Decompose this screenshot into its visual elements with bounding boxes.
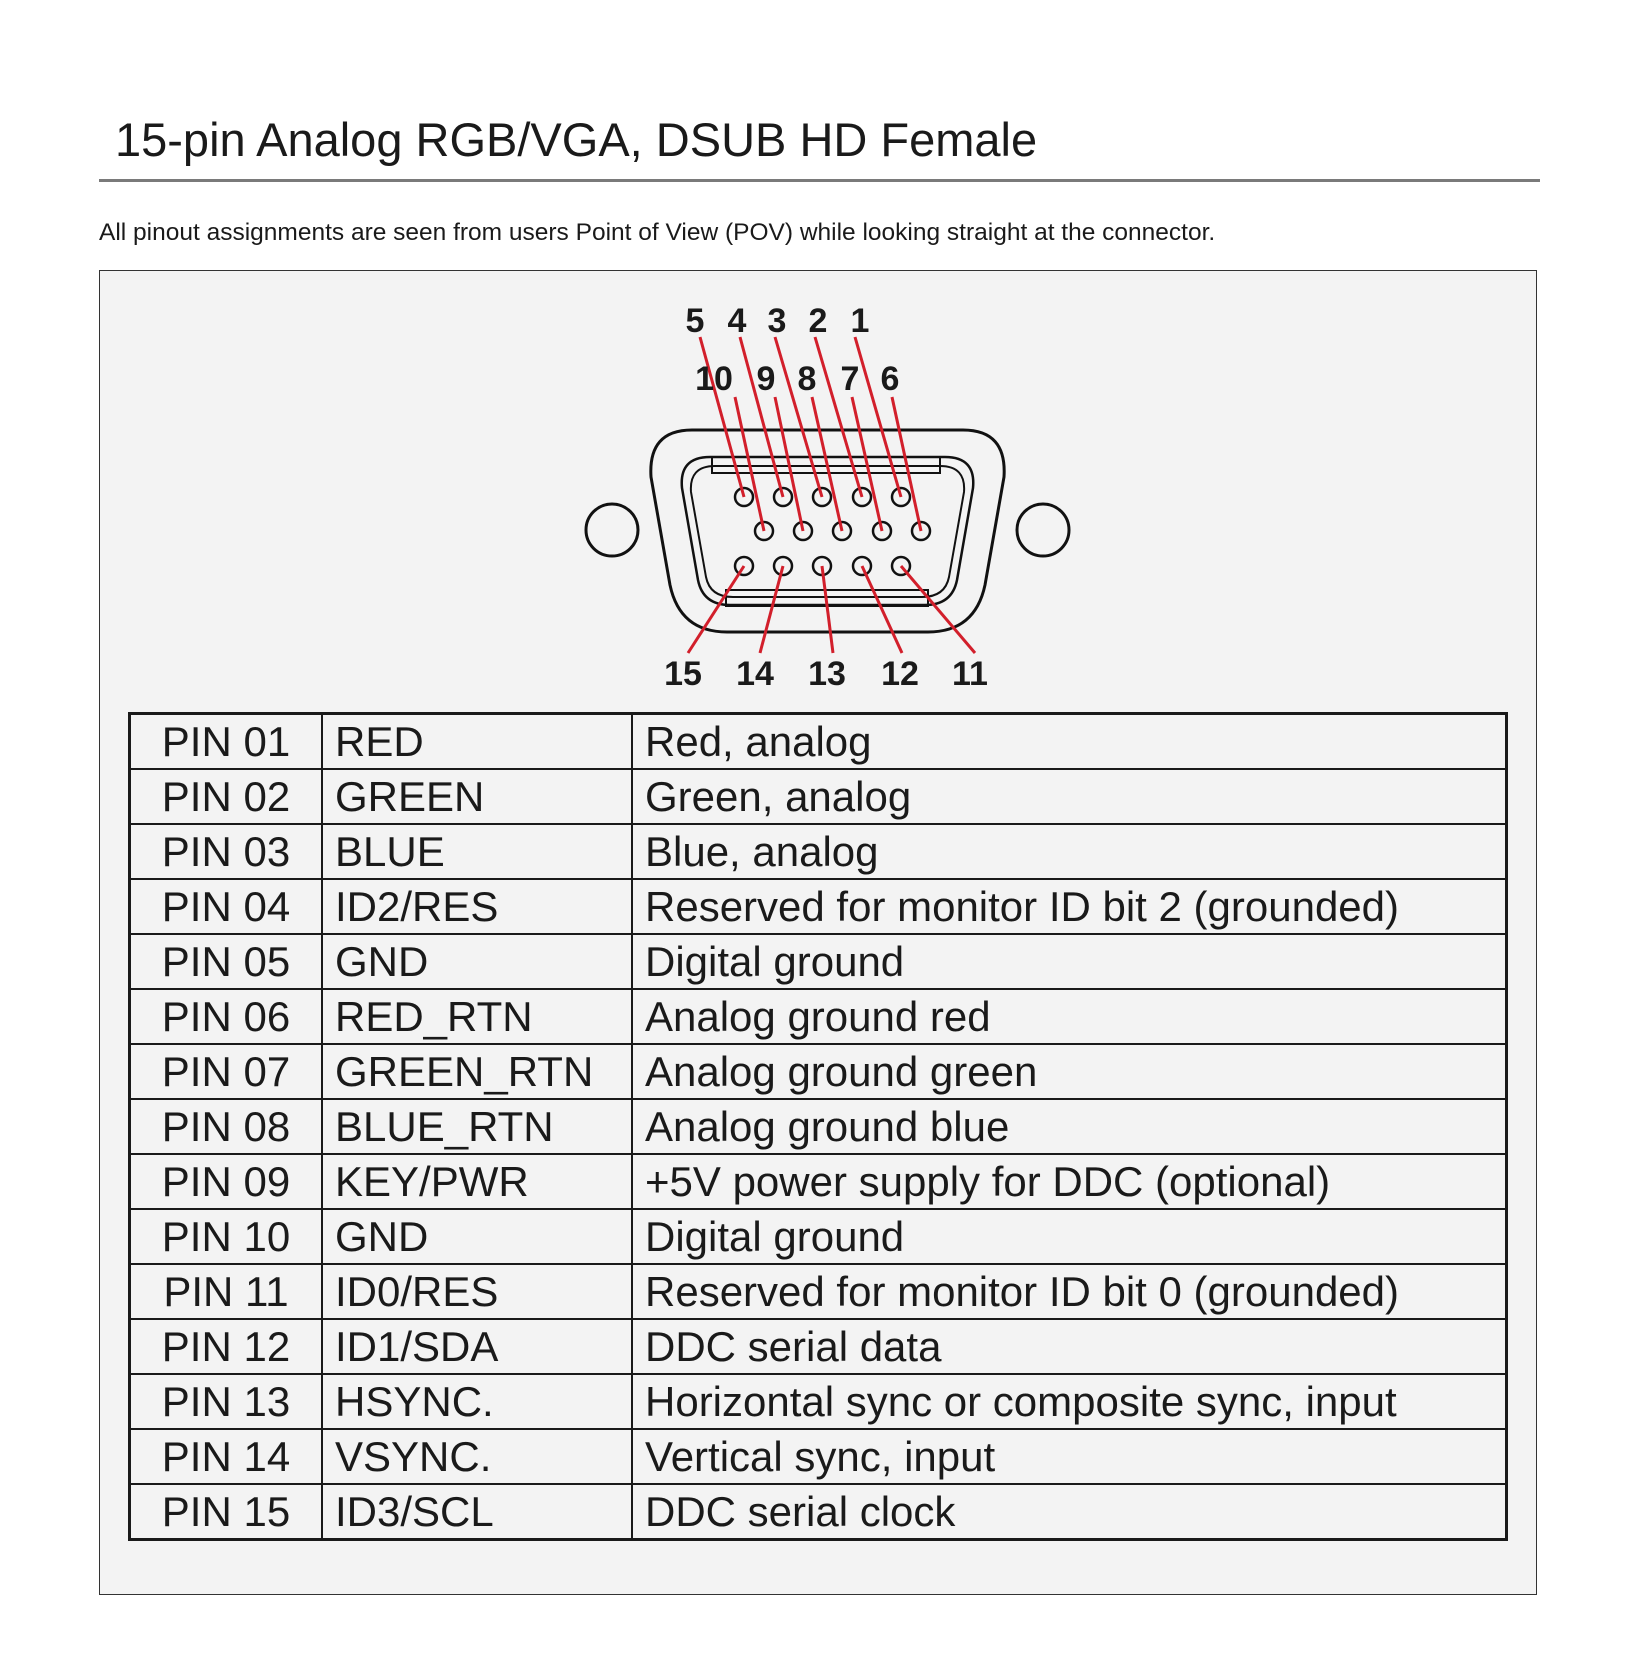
pin-label: 11 [952,655,988,693]
title-divider [99,179,1540,182]
leader-line-3 [773,336,824,498]
pin-number: PIN 14 [128,1428,323,1485]
signal-name: HSYNC. [321,1373,633,1430]
pin-label: 4 [728,302,747,340]
pin-number: PIN 08 [128,1098,323,1155]
signal-name: GND [321,1208,633,1265]
pin-label: 14 [736,655,774,693]
pin-number: PIN 03 [128,823,323,880]
signal-name: RED_RTN [321,988,633,1045]
signal-name: RED [321,712,633,770]
pin-label: 15 [664,655,702,693]
pin-number: PIN 10 [128,1208,323,1265]
pin-number: PIN 15 [128,1483,323,1541]
connector-shell-inner-2 [689,465,966,598]
pin-label: 1 [851,302,870,340]
leader-line-7 [850,396,884,532]
pin-label: 12 [881,655,919,693]
leader-line-10 [733,396,766,532]
pin-label: 2 [809,302,828,340]
signal-name: ID2/RES [321,878,633,935]
signal-name: GREEN [321,768,633,825]
pin-number: PIN 11 [128,1263,323,1320]
pin-label: 10 [695,360,733,398]
page-title: 15-pin Analog RGB/VGA, DSUB HD Female [115,113,1038,166]
pin-label: 8 [798,360,817,398]
signal-name: ID1/SDA [321,1318,633,1375]
pin-description: DDC serial data [631,1318,1508,1375]
mounting-hole-left [584,502,640,558]
pin-description: Digital ground [631,933,1508,990]
pin-number: PIN 06 [128,988,323,1045]
signal-name: GREEN_RTN [321,1043,633,1100]
leader-line-11 [899,565,977,654]
leader-line-6 [890,396,923,532]
pin-label: 13 [808,655,846,693]
signal-name: VSYNC. [321,1428,633,1485]
connector-shell-outer [649,428,1006,634]
pin-label: 7 [841,360,860,398]
pin-label: 3 [768,302,787,340]
leader-line-14 [758,565,785,654]
pin-number: PIN 04 [128,878,323,935]
mounting-hole-right [1015,502,1071,558]
pin-label: 6 [881,360,900,398]
pin-number: PIN 07 [128,1043,323,1100]
pin-description: Reserved for monitor ID bit 2 (grounded) [631,878,1508,935]
pin-description: Green, analog [631,768,1508,825]
pin-description: Vertical sync, input [631,1428,1508,1485]
signal-name: ID0/RES [321,1263,633,1320]
leader-line-8 [810,396,844,532]
pin-label: 5 [686,302,705,340]
pin-description: Red, analog [631,712,1508,770]
leader-line-1 [853,336,903,498]
leader-line-5 [698,336,746,498]
leader-line-13 [820,565,835,654]
signal-name: BLUE [321,823,633,880]
pin-description: Analog ground blue [631,1098,1508,1155]
pin-number: PIN 12 [128,1318,323,1375]
leader-line-15 [686,565,746,654]
leader-line-12 [860,565,904,654]
signal-name: KEY/PWR [321,1153,633,1210]
pin-number: PIN 02 [128,768,323,825]
leader-line-2 [813,336,864,498]
pin-description: Digital ground [631,1208,1508,1265]
pin-number: PIN 09 [128,1153,323,1210]
pin-number: PIN 13 [128,1373,323,1430]
leader-line-4 [738,336,785,498]
pin-description: Horizontal sync or composite sync, input [631,1373,1508,1430]
signal-name: BLUE_RTN [321,1098,633,1155]
subtitle: All pinout assignments are seen from use… [99,219,1216,246]
leader-line-9 [773,396,805,532]
pin-description: DDC serial clock [631,1483,1508,1541]
signal-name: ID3/SCL [321,1483,633,1541]
pin-number: PIN 01 [128,712,323,770]
signal-name: GND [321,933,633,990]
pin-description: Analog ground green [631,1043,1508,1100]
pin-description: Reserved for monitor ID bit 0 (grounded) [631,1263,1508,1320]
pin-number: PIN 05 [128,933,323,990]
pin-description: Blue, analog [631,823,1508,880]
pin-description: +5V power supply for DDC (optional) [631,1153,1508,1210]
pin-label: 9 [757,360,776,398]
pin-description: Analog ground red [631,988,1508,1045]
